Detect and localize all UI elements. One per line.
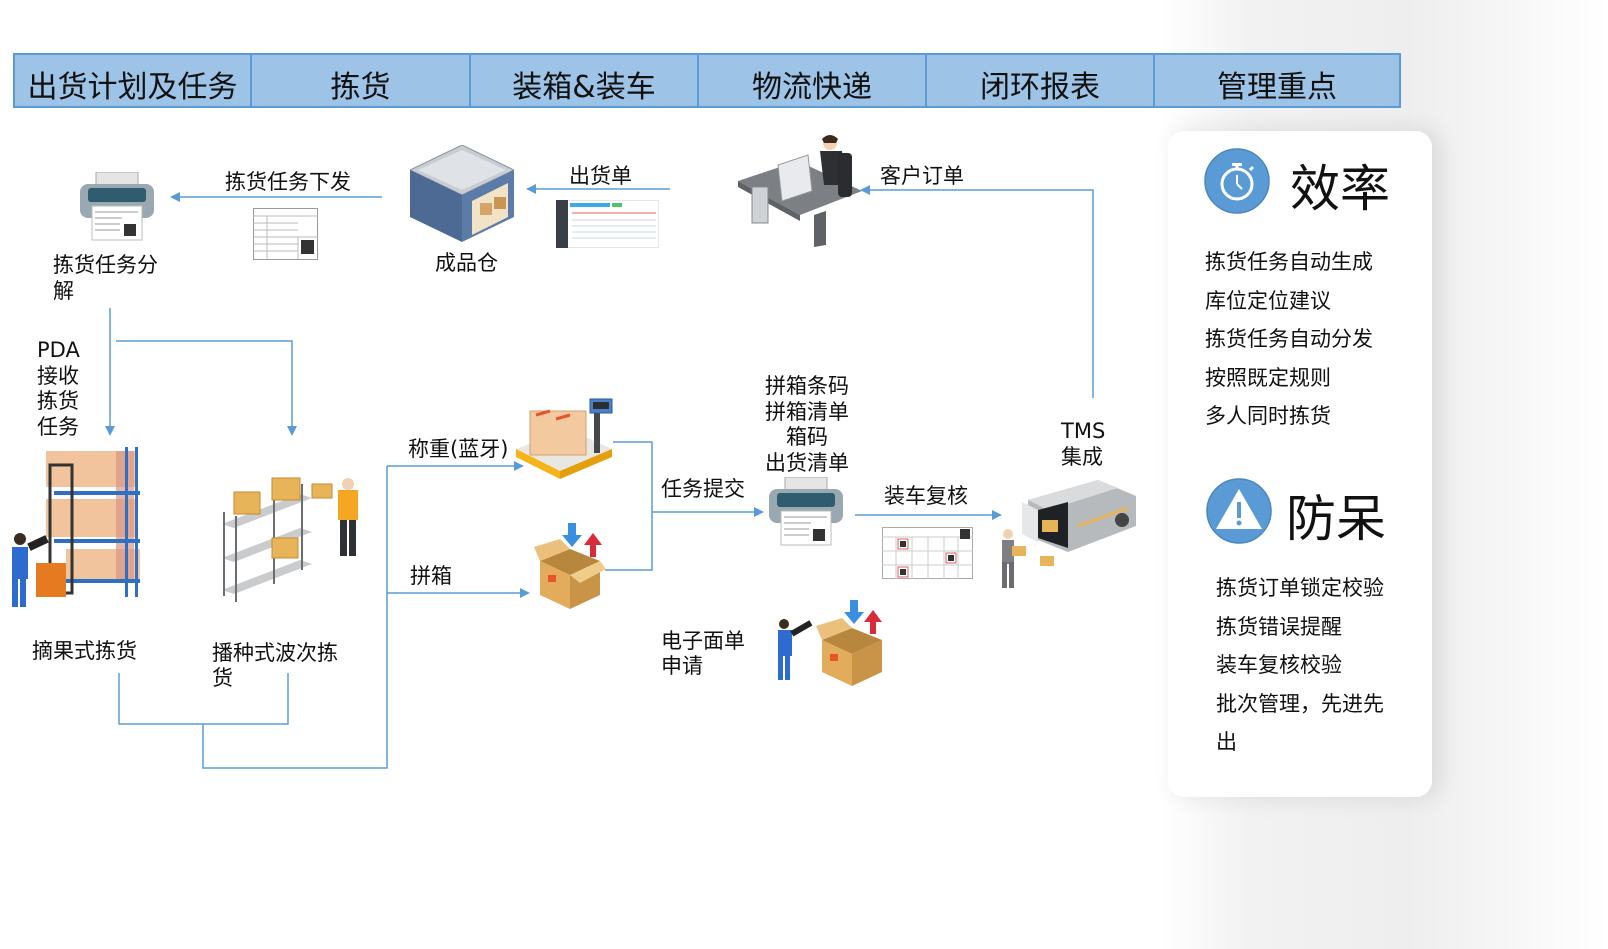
wave-picking-shelf-icon: [222, 477, 358, 602]
label-pick-by-order: 摘果式拣货: [32, 639, 137, 663]
efficiency-title: 效率: [1290, 160, 1390, 218]
combine-box-icon: [534, 523, 606, 609]
printer-icon: [80, 172, 154, 241]
label-wave-picking: 播种式波次拣 货: [212, 641, 338, 690]
error-proof-list: 拣货订单锁定校验 拣货错误提醒 装车复核校验 批次管理，先进先 出: [1216, 569, 1384, 762]
error-proof-title: 防呆: [1286, 490, 1386, 548]
error-proof-item: 拣货订单锁定校验: [1216, 576, 1384, 600]
efficiency-item: 拣货任务自动分发: [1205, 327, 1373, 351]
label-pda-receive: PDA 接收 拣货 任务: [37, 338, 80, 439]
label-pick-dispatch: 拣货任务下发: [225, 170, 351, 194]
label-task-split: 拣货任务分 解: [53, 253, 158, 303]
header-col-packing-loading: 装箱&装车: [471, 55, 699, 106]
label-customer-order: 客户订单: [880, 164, 964, 188]
warning-icon: [1206, 478, 1272, 544]
error-proof-item: 批次管理，先进先: [1216, 691, 1384, 716]
stopwatch-icon: [1204, 148, 1270, 214]
efficiency-item: 按照既定规则: [1205, 365, 1331, 390]
efficiency-item: 拣货任务自动生成: [1205, 250, 1373, 274]
e-waybill-scan-icon: [778, 600, 882, 686]
warehouse-icon: [410, 145, 514, 242]
label-print-items: 拼箱条码 拼箱清单 箱码 出货清单: [765, 374, 849, 475]
label-e-waybill: 电子面单 申请: [661, 629, 745, 678]
header-col-picking: 拣货: [252, 55, 471, 106]
shipping-order-screen-icon: [556, 200, 659, 248]
efficiency-list: 拣货任务自动生成 库位定位建议 拣货任务自动分发 按照既定规则 多人同时拣货: [1205, 243, 1373, 436]
delivery-van-icon: [1002, 480, 1136, 588]
efficiency-item: 库位定位建议: [1205, 288, 1331, 313]
header-col-shipping-plan: 出货计划及任务: [15, 55, 252, 106]
pick-task-document-icon: [253, 208, 318, 260]
efficiency-item: 多人同时拣货: [1205, 404, 1331, 428]
office-clerk-desk-icon: [738, 135, 862, 247]
line-customer-order: [860, 185, 1094, 398]
header-col-management-focus: 管理重点: [1217, 69, 1337, 105]
management-focus-panel: 效率 拣货任务自动生成 库位定位建议 拣货任务自动分发 按照既定规则 多人同时拣…: [1168, 131, 1432, 797]
error-proof-item: 装车复核校验: [1216, 653, 1342, 677]
line-weigh-out: [605, 441, 653, 571]
weighing-scale-icon: [516, 398, 613, 479]
line-merge-down: [202, 466, 388, 769]
error-proof-item: 拣货错误提醒: [1216, 614, 1342, 639]
line-wave-down: [116, 340, 297, 436]
process-header: 出货计划及任务 拣货 装箱&装车 物流快递 闭环报表 管理重点: [13, 53, 1401, 108]
label-tms: TMS 集成: [1061, 419, 1106, 469]
label-weighing: 称重(蓝牙): [408, 437, 509, 461]
pick-by-order-rack-icon: [12, 447, 140, 607]
header-col-closed-loop-report: 闭环报表: [927, 55, 1155, 106]
loading-check-document-icon: [882, 527, 973, 579]
label-combine-box: 拼箱: [410, 564, 452, 588]
error-proof-item: 出: [1216, 730, 1237, 754]
label-loading-check: 装车复核: [884, 484, 968, 508]
label-finished-goods-warehouse: 成品仓: [435, 251, 498, 275]
header-col-logistics: 物流快递: [699, 55, 927, 106]
label-shipping-order: 出货单: [569, 164, 632, 188]
label-printer-icon: [769, 477, 843, 546]
label-task-submit: 任务提交: [661, 477, 745, 501]
